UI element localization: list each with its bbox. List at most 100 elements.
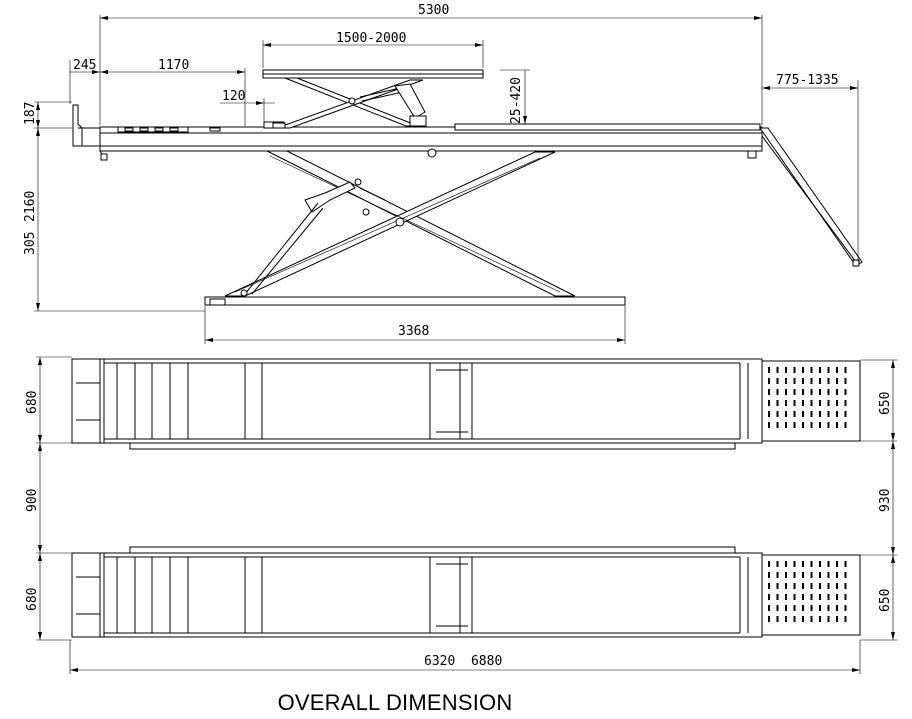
ramp-perforation [836,594,838,600]
ramp-perforation [776,389,779,395]
approach-ramp [759,127,863,267]
ramp-perforation [802,605,804,611]
ramp-perforation [776,583,779,589]
dim-platform-height: 187 [23,102,38,125]
dimension-lines [34,15,897,674]
ramp-perforation [793,561,796,567]
ramp-perforation [827,378,830,384]
ramp-perforation [768,572,770,578]
dimension-labels: 5300 1500-2000 245 1170 120 775-1335 336… [23,3,893,669]
ramp-perforation [802,616,804,622]
ramp-perforation [844,583,847,589]
dim-inner-gap-right: 930 [878,489,893,512]
ramp-perforation [844,411,847,417]
ramp-perforation [844,378,847,384]
ramp-perforation [819,561,821,567]
ramp-perforation [785,594,787,600]
ramp-perforation [785,616,787,622]
ramp-perforation [836,561,838,567]
ramp-perforation [793,411,796,417]
ramp-perforation [768,422,770,428]
dim-platform-width-left-lower: 680 [25,588,40,611]
jacking-platform [262,69,484,129]
dim-min-height: 305 [23,232,38,255]
ramp-perforation [827,616,830,622]
ramp-perforation [776,400,779,406]
ramp-perforation [836,389,838,395]
ramp-perforation [819,422,821,428]
ramp-perforation [827,411,830,417]
ramp-perforation [785,378,787,384]
ramp-perforation [802,422,804,428]
dim-front-offset: 245 [73,58,96,73]
ramp-perforation [819,411,821,417]
ramp-perforation [768,400,770,406]
ramp-perforation [768,616,770,622]
ramp-perforation [827,583,830,589]
ramp-perforation [802,367,804,373]
ramp-perforation [802,583,804,589]
ramp-perforation [768,605,770,611]
dim-inner-gap-left: 900 [25,489,40,512]
ramp-perforation [836,605,838,611]
ramp-perforation [768,378,770,384]
ramp-perforation [810,561,813,567]
ramp-perforation [776,616,779,622]
ramp-perforation [827,367,830,373]
ramp-perforation [793,594,796,600]
base-plate [204,296,626,306]
ramp-perforation [827,572,830,578]
ramp-perforation [776,605,779,611]
ramp-perforation [793,422,796,428]
dim-overall-length-bottom: 6320 6880 [424,654,502,669]
ramp-perforation [844,389,847,395]
ramp-perforation [785,411,787,417]
dim-ramp-width-right-lower: 650 [878,589,893,612]
ramp-perforation [802,561,804,567]
ramp-perforation [810,367,813,373]
dim-front-section: 1170 [158,58,189,73]
ramp-perforation [819,616,821,622]
dim-base-length: 3368 [398,324,429,339]
ramp-perforation [793,583,796,589]
dim-max-height: 2160 [23,191,38,222]
ramp-perforation [785,561,787,567]
ramp-perforation [776,594,779,600]
drawing-caption: OVERALL DIMENSION [277,690,513,715]
ramp-perforation [776,378,779,384]
ramp-perforation [836,378,838,384]
ramp-perforation [827,594,830,600]
ramp-perforation [776,367,779,373]
dim-overall-length-top: 5300 [418,3,449,18]
ramp-perforation [785,367,787,373]
ramp-perforation [836,400,838,406]
ramp-perforation [827,389,830,395]
ramp-perforation [802,572,804,578]
ramp-perforation [810,411,813,417]
ramp-perforation [785,400,787,406]
ramp-perforation [802,378,804,384]
ramp-perforation [844,572,847,578]
ramp-perforation [793,367,796,373]
ramp-perforation [810,389,813,395]
ramp-perforation [793,605,796,611]
ramp-perforation [819,367,821,373]
ramp-perforation [785,389,787,395]
ramp-perforation [819,400,821,406]
ramp-perforation [827,561,830,567]
ramp-perforation [810,572,813,578]
plan-runway-lower [71,546,763,638]
ramp-perforation [793,400,796,406]
ramp-perforation [836,367,838,373]
ramp-perforation [802,389,804,395]
ramp-perforation [844,422,847,428]
ramp-perforation [819,572,821,578]
ramp-perforation [810,594,813,600]
ramp-perforation [776,572,779,578]
ramp-perforation [844,561,847,567]
ramp-perforation [768,594,770,600]
ramp-perforation [793,572,796,578]
ramp-perforation [836,616,838,622]
dim-platform-extension: 1500-2000 [336,31,406,46]
